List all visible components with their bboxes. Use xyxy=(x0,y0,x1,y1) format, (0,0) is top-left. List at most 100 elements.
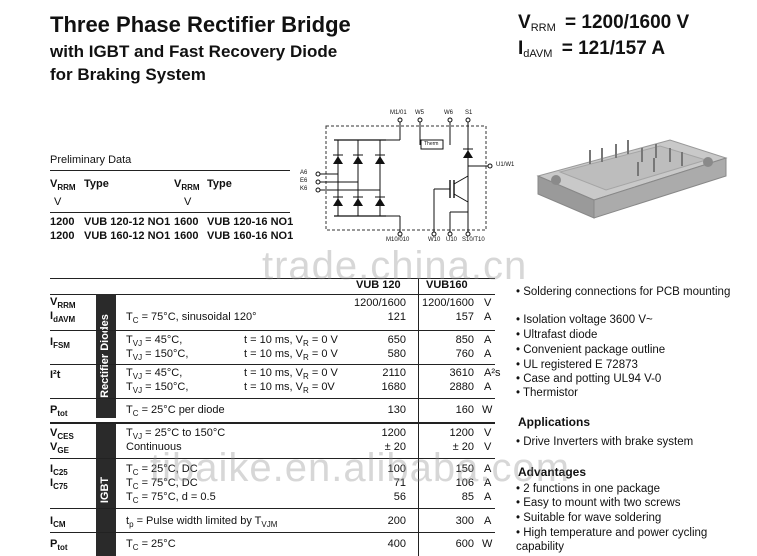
advantage-item: • High temperature and power cycling cap… xyxy=(516,527,708,553)
pin-u1w1: U1/W1 xyxy=(496,162,515,168)
cond-ptot-igbt: TC = 25°C xyxy=(126,538,176,552)
ordering-row-2-v1: 1200 xyxy=(50,230,75,242)
val-vge-160: ± 20 xyxy=(452,441,474,453)
feature-item: • Case and potting UL94 V-0 xyxy=(516,373,662,385)
pin-m10: M10/010 xyxy=(386,237,410,243)
subtitle-line-1: with IGBT and Fast Recovery Diode xyxy=(50,42,338,61)
module-image xyxy=(536,139,728,219)
unit-ptot-diode: W xyxy=(482,404,493,416)
pin-k6: K6 xyxy=(300,186,308,192)
val-vces-160: 1200 xyxy=(449,427,474,439)
val-idavm-160: 157 xyxy=(455,311,474,323)
sym-i2t: I²t xyxy=(50,369,61,381)
cond-icm: tp = Pulse width limited by TVJM xyxy=(126,515,278,529)
val-icm-120: 200 xyxy=(387,515,406,527)
pin-s1: S1 xyxy=(465,110,473,116)
sym-idavm: IdAVM xyxy=(50,310,76,324)
unit-ic75: A xyxy=(484,477,492,489)
val-ic25-160: 150 xyxy=(455,463,474,475)
val-i2t-45-160: 3610 xyxy=(449,367,474,379)
advantage-item: • Suitable for wave soldering xyxy=(516,512,662,524)
val-i2t-150-120: 1680 xyxy=(381,381,406,393)
igbt-section-bar xyxy=(96,424,116,556)
sym-ic25: IC25 xyxy=(50,463,68,477)
cond-idavm: TC = 75°C, sinusoidal 120° xyxy=(126,311,257,325)
row-divider xyxy=(50,330,495,331)
cond-ifsm-45: TVJ = 45°C, xyxy=(126,334,183,348)
val-i2t-45-120: 2110 xyxy=(382,367,406,379)
col-divider xyxy=(418,278,419,556)
unit-idavm: A xyxy=(484,311,492,323)
unit-vge: V xyxy=(484,441,492,453)
feature-item: • Convenient package outline xyxy=(516,344,666,356)
cond-ifsm-150-t: t = 10 ms, VR = 0 V xyxy=(244,348,338,362)
sym-icm: ICM xyxy=(50,515,66,529)
watermark-trade-china: trade.china.cn xyxy=(262,244,528,288)
ordering-divider xyxy=(50,170,290,171)
row-divider xyxy=(50,364,495,365)
val-ic75-160: 106 xyxy=(455,477,474,489)
feature-item: • UL registered E 72873 xyxy=(516,359,638,371)
row-divider xyxy=(50,532,495,533)
cond-i2t-45-t: t = 10 ms, VR = 0 V xyxy=(244,367,338,381)
feature-item: • Isolation voltage 3600 V~ xyxy=(516,314,653,326)
row-divider xyxy=(50,398,495,399)
application-item: • Drive Inverters with brake system xyxy=(516,436,694,448)
ordering-unit-v-2: V xyxy=(184,196,192,208)
circuit-diagram: M1/01 W5 W6 S1 A6 E6 K6 U1/W1 Therm M10/… xyxy=(300,110,520,248)
feature-item: • Thermistor xyxy=(516,387,578,399)
val-ifsm-45-120: 650 xyxy=(387,334,406,346)
ordering-col-vrrm: VRRM xyxy=(50,178,76,192)
advantages-heading: Advantages xyxy=(518,465,587,479)
sym-vces: VCES xyxy=(50,427,74,441)
applications-heading: Applications xyxy=(518,415,591,429)
ordering-col-type-2: Type xyxy=(207,178,232,190)
pin-w5: W5 xyxy=(415,110,424,116)
val-ifsm-150-160: 760 xyxy=(455,348,474,360)
pin-a6: A6 xyxy=(300,170,308,176)
cond-ic25: TC = 25°C, DC xyxy=(126,463,198,477)
unit-i2t-150: A xyxy=(484,381,492,393)
feature-item: • Ultrafast diode xyxy=(516,329,598,341)
igbt-section-label: IGBT xyxy=(99,476,111,504)
val-ic75-d-160: 85 xyxy=(461,491,474,503)
spec-vrrm: VRRM = 1200/1600 V xyxy=(518,12,690,34)
ordering-row-1-t2: VUB 120-16 NO1 xyxy=(207,216,294,228)
val-vrrm-120: 1200/1600 xyxy=(354,297,406,309)
watermark-alibaba: tibaike.en.alibaba.com xyxy=(150,446,571,490)
rectifier-section-bar xyxy=(96,294,116,418)
pin-w6: W6 xyxy=(444,110,453,116)
spec-idavm: IdAVM = 121/157 A xyxy=(518,38,666,60)
advantage-item: • Easy to mount with two screws xyxy=(516,497,681,509)
cond-ptot-diode: TC = 25°C per diode xyxy=(126,404,225,418)
ordering-unit-v: V xyxy=(54,196,62,208)
sym-ic75: IC75 xyxy=(50,477,68,491)
preliminary-data-label: Preliminary Data xyxy=(50,154,132,166)
cond-ic75: TC = 75°C, DC xyxy=(126,477,198,491)
thermistor-label: Therm xyxy=(424,141,439,147)
section-divider xyxy=(50,422,495,424)
cond-ifsm-45-t: t = 10 ms, VR = 0 V xyxy=(244,334,338,348)
val-ic25-120: 100 xyxy=(387,463,406,475)
val-ptot-diode-120: 130 xyxy=(387,404,406,416)
val-ifsm-150-120: 580 xyxy=(387,348,406,360)
val-ptot-igbt-120: 400 xyxy=(387,538,406,550)
ordering-row-1-v1: 1200 xyxy=(50,216,75,228)
cond-vces: TVJ = 25°C to 150°C xyxy=(126,427,226,441)
unit-ic75-d: A xyxy=(484,491,492,503)
val-vge-120: ± 20 xyxy=(384,441,406,453)
val-vces-120: 1200 xyxy=(381,427,406,439)
cond-ifsm-150: TVJ = 150°C, xyxy=(126,348,189,362)
val-ptot-igbt-160: 600 xyxy=(455,538,474,550)
sym-ptot-igbt: Ptot xyxy=(50,538,68,552)
ordering-row-2-t2: VUB 160-16 NO1 xyxy=(207,230,294,242)
advantage-item: • 2 functions in one package xyxy=(516,483,661,495)
sym-vrrm: VRRM xyxy=(50,296,76,310)
val-ic75-120: 71 xyxy=(393,477,406,489)
ordering-col-type: Type xyxy=(84,178,109,190)
table-top-border xyxy=(50,278,495,279)
pin-m1: M1/01 xyxy=(390,110,407,116)
ordering-row-1-v2: 1600 xyxy=(174,216,199,228)
cond-i2t-150: TVJ = 150°C, xyxy=(126,381,189,395)
feature-item: • Soldering connections for PCB mounting xyxy=(516,286,731,298)
